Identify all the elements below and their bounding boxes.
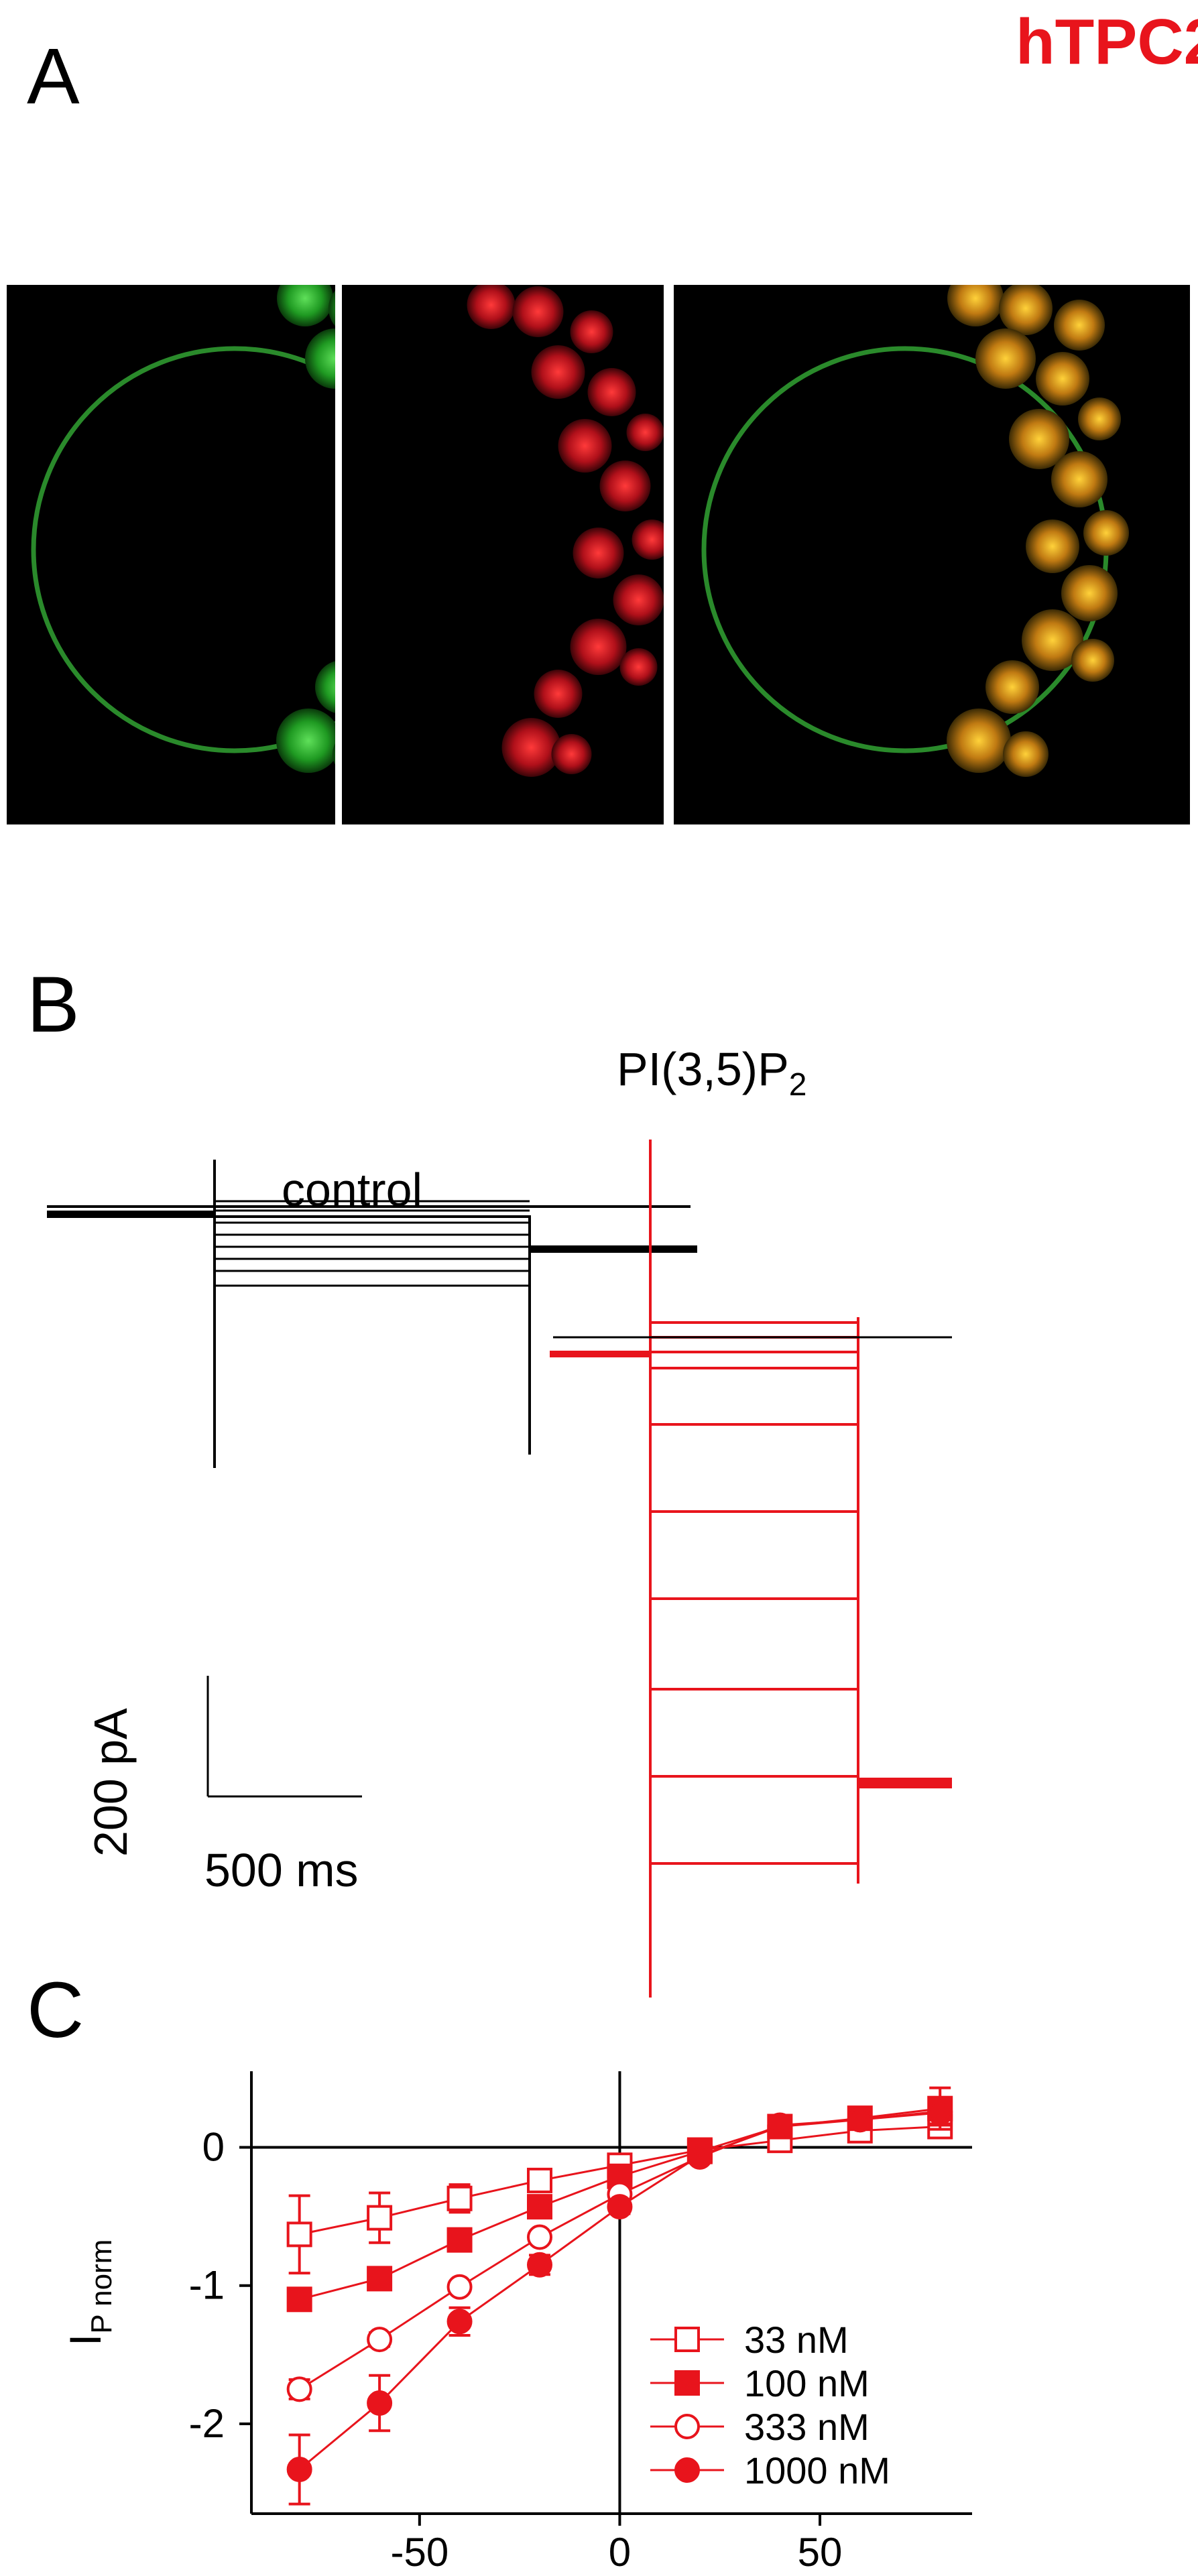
y-axis-label-main: I [60,2334,110,2346]
pi35p2-label-sub: 2 [788,1067,807,1103]
data-point [446,2309,473,2335]
legend-marker [674,2457,700,2483]
data-point [286,2286,312,2313]
y-tick-label: -2 [189,2401,225,2446]
legend-label: 1000 nM [744,2449,890,2492]
figure-title: hTPC2 [1016,6,1198,78]
data-point [527,2194,552,2220]
legend-marker [674,2370,700,2396]
legend-marker [674,2327,700,2352]
y-tick-label: -1 [189,2263,225,2308]
data-point [446,2185,473,2211]
data-point [527,2167,552,2193]
legend-label: 33 nM [744,2319,849,2361]
pi35p2-label: PI(3,5)P2 [617,1046,806,1101]
x-tick-label: -50 [390,2530,448,2575]
y-axis-label: IP norm [60,2240,118,2346]
micrograph-merge [674,285,1190,824]
data-point [367,2390,393,2416]
data-point [367,2266,393,2292]
data-point [367,2327,393,2353]
data-point [847,2107,873,2133]
data-point [286,2221,312,2248]
x-axis-label: V (mV) [545,2569,678,2576]
data-point [527,2224,552,2250]
legend-marker [674,2414,700,2439]
data-point [367,2205,393,2231]
x-tick-label: 0 [609,2530,631,2575]
data-point [607,2194,633,2220]
data-point [686,2142,713,2168]
scale-time-label: 500 ms [204,1844,359,1896]
x-tick-label: 50 [798,2530,843,2575]
y-tick-label: 0 [202,2124,225,2169]
scale-bar-b [206,1676,362,1798]
legend-label: 333 nM [744,2406,870,2448]
scale-current-label: 200 pA [84,1708,137,1857]
data-point [446,2274,473,2300]
current-traces [47,1140,952,1998]
micrograph-red-channel [342,285,664,824]
y-axis-label-sub: P norm [85,2240,118,2334]
data-point [527,2252,552,2278]
data-point [286,2376,312,2402]
pi35p2-label-main: PI(3,5)P [617,1043,789,1095]
data-point [767,2113,793,2140]
panel-b-letter: B [27,961,80,1049]
panel-c-letter: C [27,1966,84,2054]
data-point [286,2457,312,2482]
cell-membrane-ring [31,346,335,753]
data-point [446,2227,473,2253]
legend-label: 100 nM [744,2362,870,2404]
micrograph-green-channel [7,285,335,824]
control-trace-set [47,1160,697,1468]
panel-a-letter: A [27,32,80,121]
data-point [927,2099,953,2126]
pi35p2-trace-set [550,1140,952,1998]
